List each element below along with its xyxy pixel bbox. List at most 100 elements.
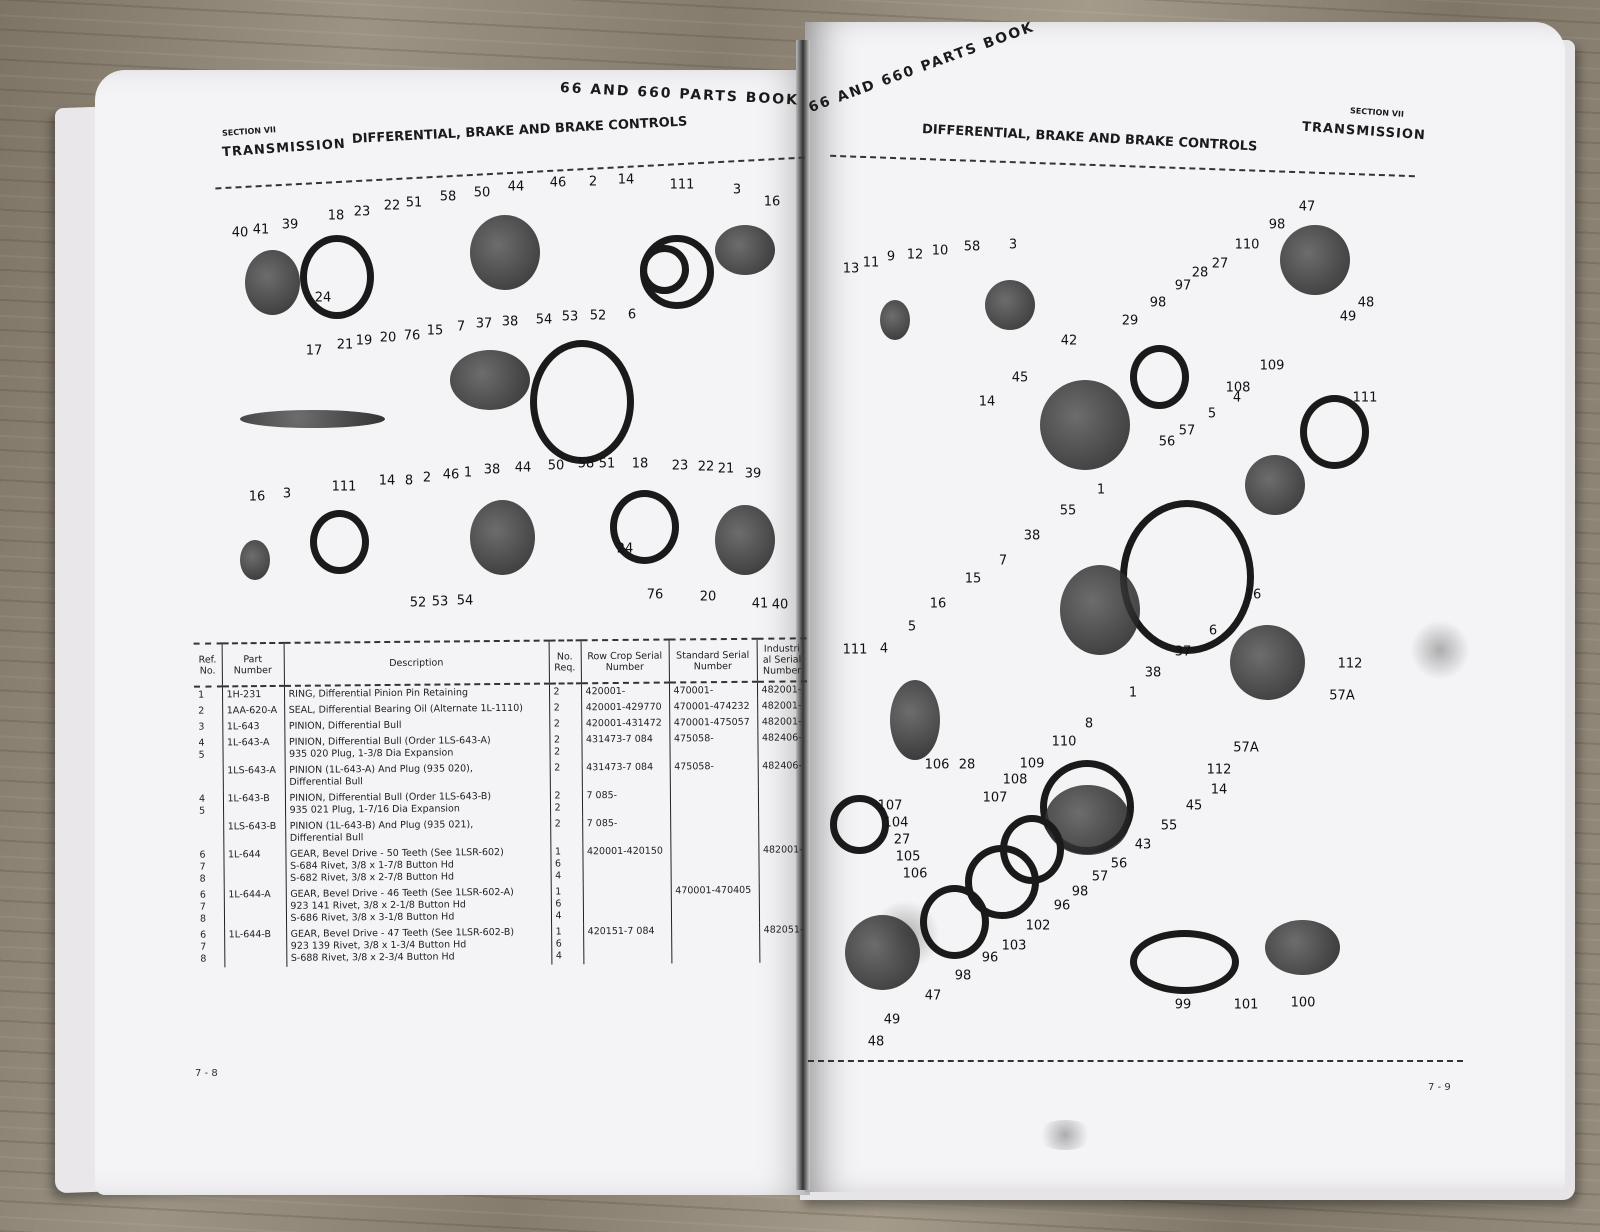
callout-number: 50 [547,458,565,474]
callout-number: 11 [862,255,880,271]
callout-number: 6 [627,307,637,323]
gear-part-illustration [470,500,535,575]
callout-number: 98 [1149,295,1167,311]
callout-number: 3 [732,182,742,198]
callout-number: 57A [1329,688,1355,704]
callout-number: 23 [353,204,371,220]
cell-standard [671,922,760,964]
callout-number: 4 [879,641,889,657]
callout-number: 3 [282,486,292,502]
callout-number: 55 [1059,503,1077,519]
callout-number: 39 [281,217,299,233]
callout-number: 99 [1174,997,1192,1013]
cell-industrial: 482406- [757,758,808,787]
book-gutter [796,40,810,1190]
cell-standard [670,842,759,884]
callout-number: 50 [473,185,491,201]
cell-ref: 6 7 8 [199,889,207,925]
callout-number: 98 [1268,217,1286,233]
cell-ref: 6 7 8 [199,849,206,885]
cell-industrial: 482001- [758,842,809,883]
callout-number: 96 [1053,898,1071,914]
callout-number: 108 [1225,380,1251,396]
cell-part: 1LS-643-B [223,818,286,848]
cell-standard: 475058- [669,758,758,788]
callout-number: 54 [456,593,474,609]
callout-number: 98 [954,968,972,984]
callout-number: 38 [1023,528,1041,544]
cell-standard: 470001-474232 [669,698,758,716]
callout-number: 18 [631,456,649,472]
callout-number: 9 [886,249,896,265]
callout-number: 7 [456,319,466,335]
gear-part-illustration [845,915,920,990]
callout-number: 16 [929,596,947,612]
callout-number: 2 [588,174,598,190]
callout-number: 48 [867,1034,885,1050]
callout-number: 7 [998,553,1008,569]
cell-standard [670,814,759,844]
cell-req: 2 2 [549,732,582,761]
callout-number: 5 [907,619,917,635]
gear-part-illustration [890,680,940,760]
callout-number: 47 [924,988,942,1004]
callout-number: 24 [314,290,332,306]
cell-ref [195,763,223,791]
gear-ring-illustration [830,795,889,854]
gear-ring-illustration [1120,500,1254,654]
gear-part-illustration [715,225,775,275]
cell-desc: PINION, Differential Bull (Order 1LS-643… [284,732,550,763]
callout-number: 28 [958,757,976,773]
gear-part-illustration [450,350,530,410]
cell-ref: 4 5 [198,737,205,761]
column-header: Description [283,640,549,686]
callout-number: 10 [931,243,949,259]
column-header: Part Number [221,642,284,687]
cell-req: 1 6 4 [550,844,583,885]
cell-row-crop: 420001-431472 [581,715,670,733]
cell-industrial: 482406- [757,730,808,759]
callout-number: 14 [617,172,635,188]
callout-number: 16 [248,489,266,505]
callout-number: 76 [403,328,421,344]
gear-ring-illustration [1130,345,1189,409]
callout-number: 24 [616,541,634,557]
callout-number: 110 [1051,734,1077,750]
callout-number: 51 [598,456,616,472]
cell-row-crop: 7 085- [581,787,671,817]
gear-part-illustration [880,300,910,340]
cell-row-crop [582,883,672,925]
callout-number: 98 [1071,884,1089,900]
cell-desc: GEAR, Bevel Drive - 47 Teeth (See 1LSR-6… [286,924,552,967]
callout-number: 12 [906,247,924,263]
gear-part-illustration [985,280,1035,330]
cell-req: 2 [549,716,582,733]
callout-number: 37 [475,316,493,332]
cell-row-crop: 431473-7 084 [581,731,670,761]
gear-ring-illustration [310,510,369,574]
cell-part: 1L-644-A [223,886,287,928]
cell-row-crop: 420151-7 084 [583,923,672,965]
callout-number: 109 [1259,358,1285,374]
cell-req: 2 2 [549,788,583,817]
callout-number: 2 [422,470,432,486]
callout-number: 53 [431,594,449,610]
cell-desc: GEAR, Bevel Drive - 50 Teeth (See 1LSR-6… [285,844,551,887]
callout-number: 56 [1158,434,1176,450]
cell-ref: 6 7 8 [200,929,207,965]
cell-standard [669,786,759,816]
callout-number: 49 [1339,309,1357,325]
callout-number: 76 [646,587,664,603]
callout-number: 27 [893,832,911,848]
callout-number: 43 [1134,837,1152,853]
cell-industrial: 482051- [759,922,810,963]
column-header: Industrial Serial Number [756,638,807,682]
callout-number: 4 [1232,390,1242,406]
callout-number: 48 [1357,295,1375,311]
callout-number: 56 [1110,856,1128,872]
callout-number: 104 [883,815,909,831]
callout-number: 102 [1025,918,1051,934]
gear-ring-illustration [965,845,1039,919]
cell-industrial: 482001- [756,681,808,699]
